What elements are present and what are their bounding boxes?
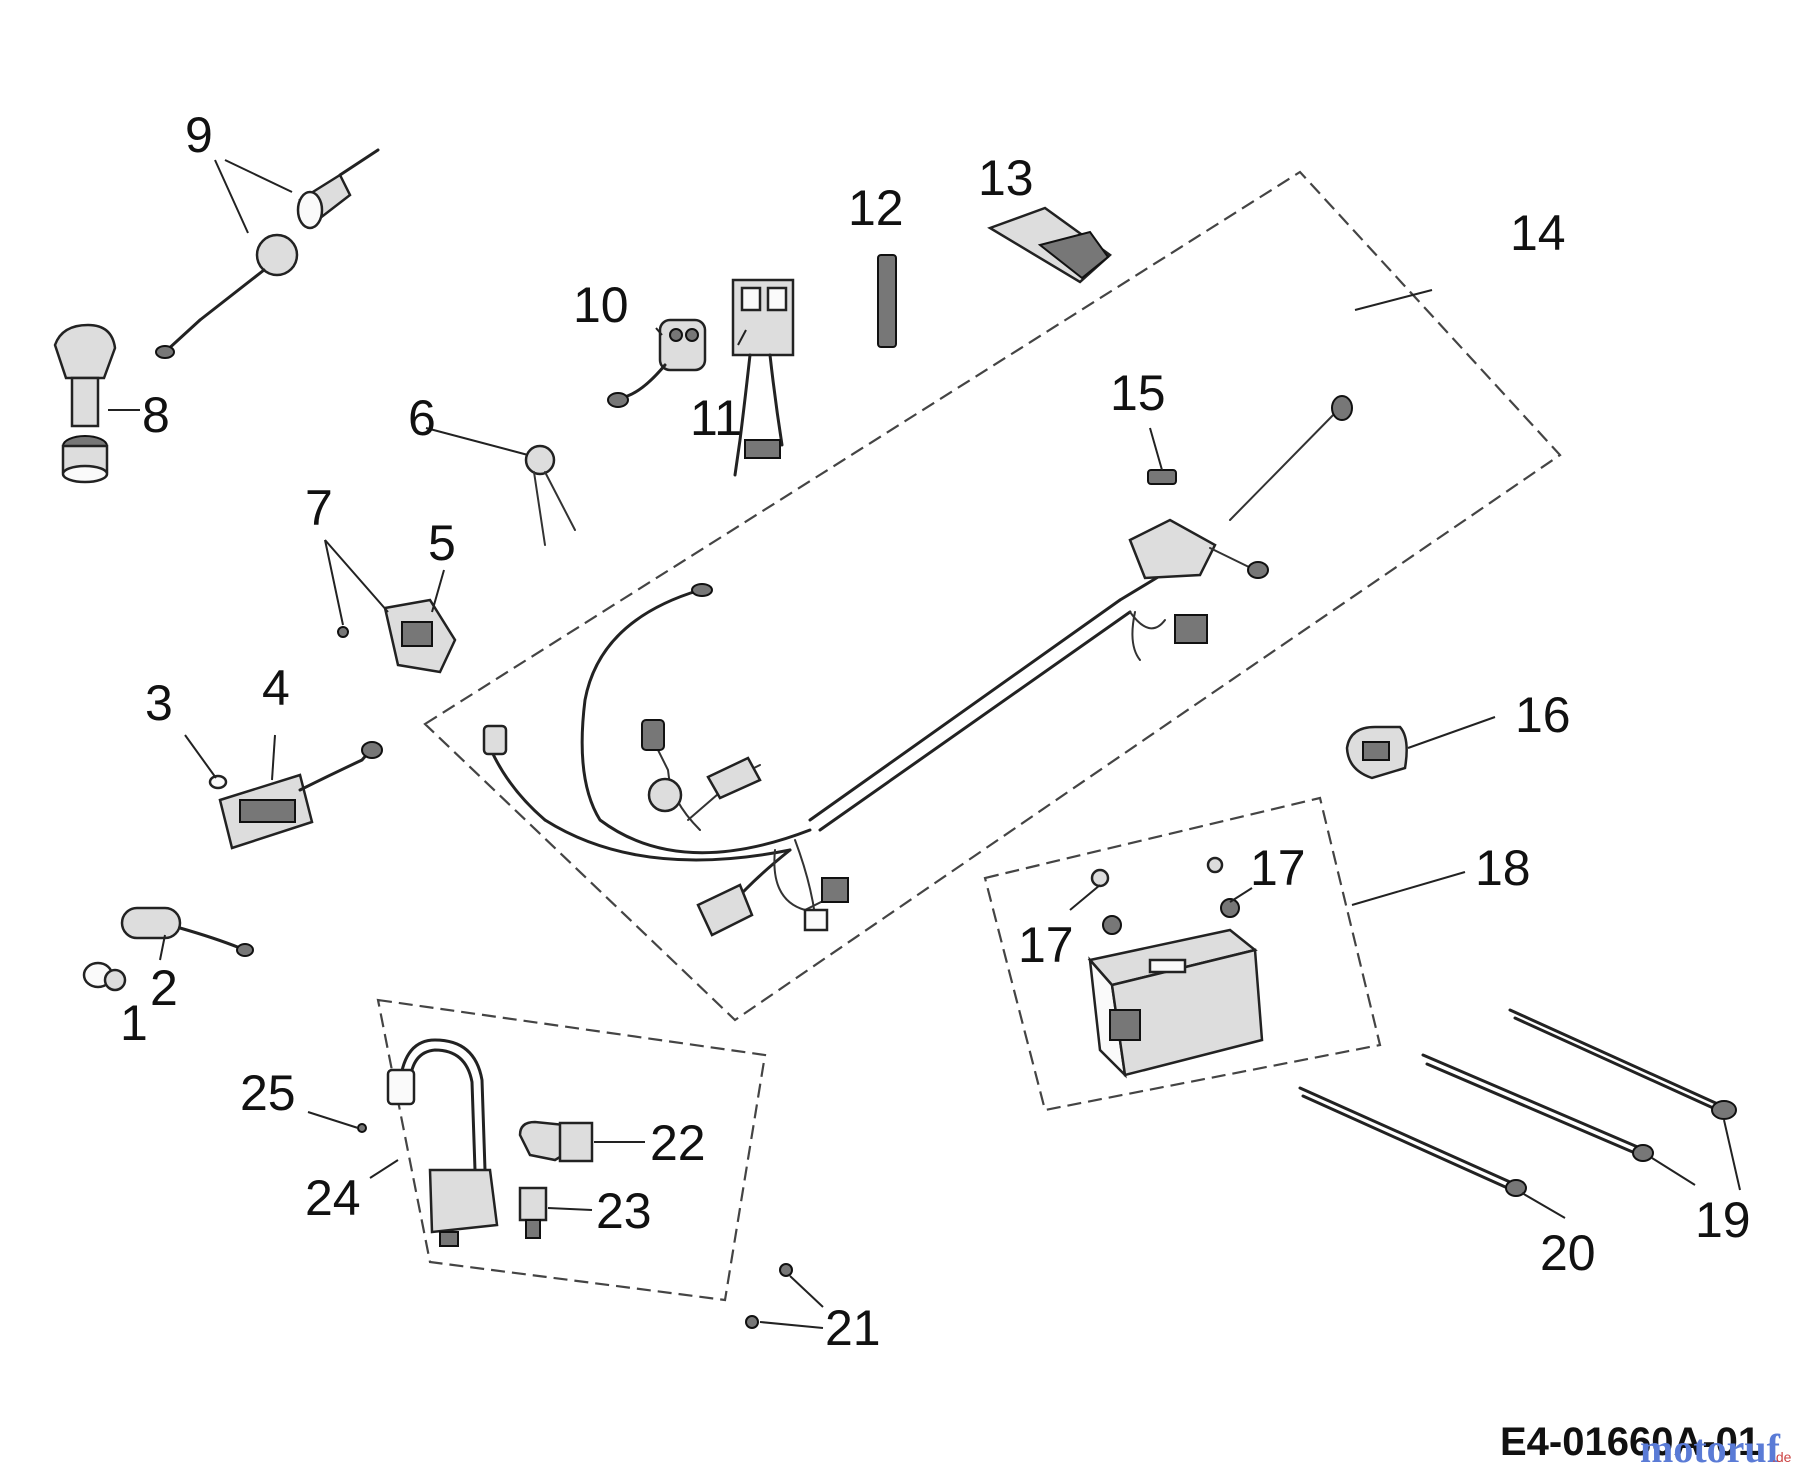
part-20-battery-cable bbox=[1298, 1086, 1527, 1197]
callout-18: 18 bbox=[1475, 840, 1531, 896]
part-13-cover bbox=[987, 206, 1112, 284]
group-18-outline bbox=[983, 796, 1382, 1112]
callout-10: 10 bbox=[573, 277, 629, 333]
part-9-key-switch bbox=[155, 148, 380, 359]
part-3-clip bbox=[208, 774, 228, 790]
callout-16: 16 bbox=[1515, 687, 1571, 743]
callout-15: 15 bbox=[1110, 365, 1166, 421]
group-ignition-outline bbox=[376, 998, 767, 1302]
part-12-label-strip bbox=[877, 254, 897, 348]
part-23-spark-plug bbox=[518, 1186, 548, 1239]
leader-lines bbox=[108, 159, 1741, 1329]
part-2-sensor bbox=[120, 906, 254, 957]
watermark: motoruf bbox=[1640, 1426, 1781, 1471]
callout-9: 9 bbox=[185, 107, 213, 163]
callout-23: 23 bbox=[596, 1183, 652, 1239]
part-5-switch bbox=[383, 598, 457, 674]
part-24-ignition-coil bbox=[386, 1038, 499, 1247]
part-18-battery bbox=[1087, 928, 1264, 1079]
callout-6: 6 bbox=[408, 390, 436, 446]
callout-labels: 1 2 3 4 5 6 7 8 9 10 11 12 13 14 15 16 1… bbox=[120, 107, 1751, 1356]
callout-11: 11 bbox=[690, 390, 742, 446]
callout-25: 25 bbox=[240, 1065, 296, 1121]
callout-8: 8 bbox=[142, 387, 170, 443]
part-15-connector bbox=[1147, 469, 1177, 485]
callout-7: 7 bbox=[305, 480, 333, 536]
part-14-wiring-harness bbox=[482, 395, 1353, 937]
part-4-bracket-switch bbox=[218, 741, 383, 850]
part-1-plug bbox=[82, 961, 127, 992]
callout-3: 3 bbox=[145, 675, 173, 731]
callout-17a: 17 bbox=[1018, 917, 1074, 973]
group-14-outline bbox=[423, 170, 1562, 1022]
callout-1: 1 bbox=[120, 995, 148, 1051]
callout-13: 13 bbox=[978, 150, 1034, 206]
part-10-connector bbox=[607, 318, 707, 408]
part-16-solenoid bbox=[1345, 725, 1408, 780]
callout-21: 21 bbox=[825, 1300, 881, 1356]
callout-14: 14 bbox=[1510, 205, 1566, 261]
part-22-spark-plug-cap bbox=[518, 1120, 594, 1163]
part-25-screw bbox=[357, 1123, 367, 1133]
part-21-screws bbox=[745, 1263, 793, 1329]
part-6-lamp bbox=[524, 444, 576, 546]
part-17-terminal-screws bbox=[1090, 856, 1240, 935]
callout-17b: 17 bbox=[1250, 840, 1306, 896]
callout-4: 4 bbox=[262, 660, 290, 716]
part-11-module bbox=[731, 278, 795, 477]
drawing-code: E4-01660A-01 bbox=[1500, 1420, 1760, 1464]
watermark-tld: .de bbox=[1772, 1449, 1792, 1465]
callout-24: 24 bbox=[305, 1170, 361, 1226]
callout-20: 20 bbox=[1540, 1225, 1596, 1281]
part-7-screw bbox=[337, 626, 349, 638]
callout-12: 12 bbox=[848, 180, 904, 236]
callout-2: 2 bbox=[150, 960, 178, 1016]
part-8-ignition-switch bbox=[53, 323, 117, 484]
part-19-battery-cable bbox=[1421, 1008, 1737, 1162]
callout-19: 19 bbox=[1695, 1192, 1751, 1248]
callout-22: 22 bbox=[650, 1115, 706, 1171]
callout-5: 5 bbox=[428, 515, 456, 571]
